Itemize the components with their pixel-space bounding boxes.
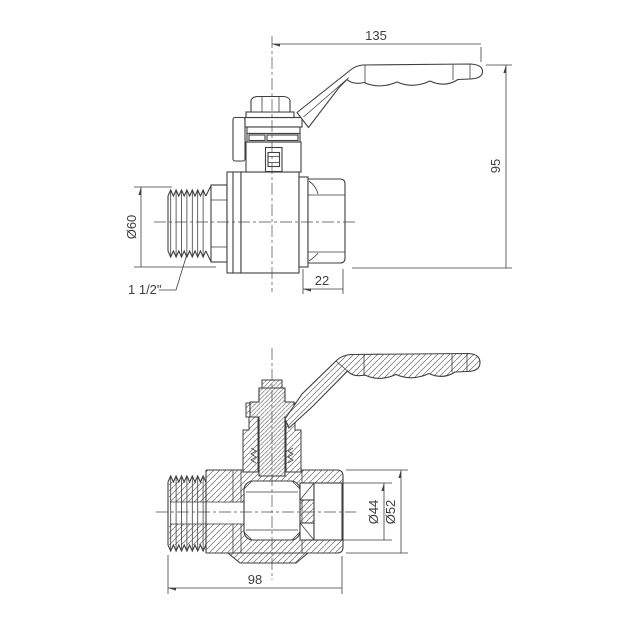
dim-label-135: 135 bbox=[365, 28, 387, 43]
dimension-98: 98 bbox=[167, 555, 343, 594]
dim-label-22: 22 bbox=[315, 273, 329, 288]
dim-label-d52: Ø52 bbox=[383, 500, 398, 525]
valve-body bbox=[240, 171, 300, 274]
handle bbox=[296, 63, 484, 129]
valve-top-view: 135 95 Ø60 22 1 1/2" bbox=[124, 28, 512, 297]
handle-bracket bbox=[232, 111, 303, 162]
dimension-d60: Ø60 bbox=[124, 186, 216, 268]
female-bore bbox=[313, 482, 343, 541]
dim-label-95: 95 bbox=[488, 159, 503, 173]
dimension-d52: Ø52 bbox=[346, 469, 408, 554]
body-outline bbox=[205, 469, 344, 554]
dim-label-d60: Ø60 bbox=[124, 215, 139, 240]
dim-label-thread-size: 1 1/2" bbox=[128, 282, 162, 297]
stem-nut bbox=[250, 95, 291, 113]
valve-section-view: Ø44 Ø52 98 bbox=[156, 348, 481, 594]
thread-size-leader: 1 1/2" bbox=[128, 253, 188, 297]
stem-housing bbox=[245, 141, 302, 173]
dimension-95: 95 bbox=[352, 64, 512, 269]
male-thread-section bbox=[167, 474, 207, 553]
male-thread bbox=[167, 185, 212, 262]
bottom-step bbox=[226, 552, 310, 564]
flange-rings bbox=[226, 171, 242, 274]
dim-label-d44: Ø44 bbox=[366, 500, 381, 525]
dimension-d44: Ø44 bbox=[316, 482, 392, 541]
dimension-135: 135 bbox=[272, 28, 482, 62]
dimension-22: 22 bbox=[302, 269, 344, 294]
stem-washer bbox=[245, 111, 295, 119]
hex-section bbox=[210, 184, 228, 263]
dim-label-98: 98 bbox=[248, 572, 262, 587]
handle-section bbox=[284, 352, 481, 429]
